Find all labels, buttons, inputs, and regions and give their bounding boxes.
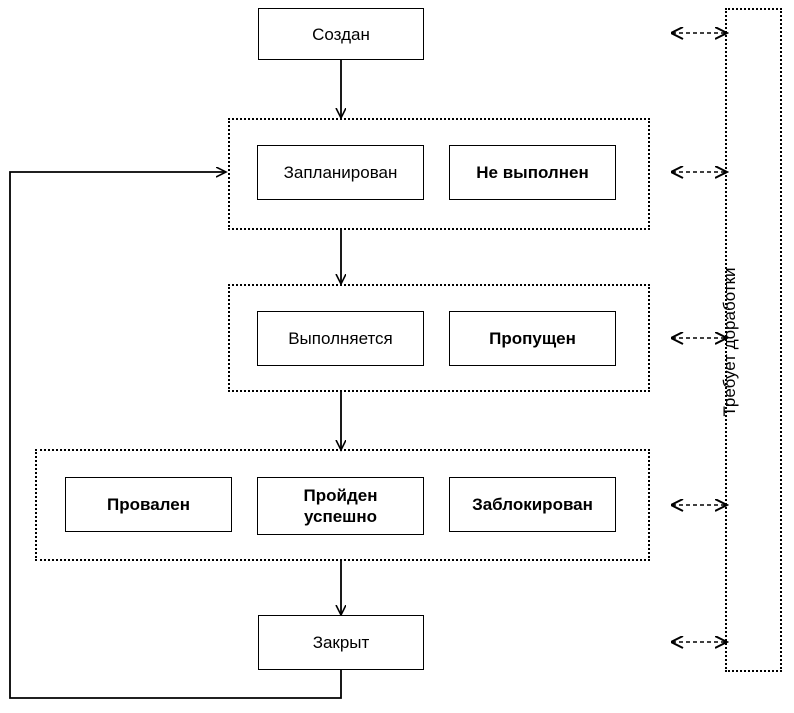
rework-container [725,8,782,672]
node-closed[interactable]: Закрыт [258,615,424,670]
group-results-container [35,449,650,561]
node-blocked[interactable]: Заблокирован [449,477,616,532]
group-inprogress-container [228,284,650,392]
node-created[interactable]: Создан [258,8,424,60]
node-planned[interactable]: Запланирован [257,145,424,200]
node-failed[interactable]: Провален [65,477,232,532]
node-passed[interactable]: Пройден успешно [257,477,424,535]
node-skipped[interactable]: Пропущен [449,311,616,366]
node-not-executed[interactable]: Не выполнен [449,145,616,200]
node-in-progress[interactable]: Выполняется [257,311,424,366]
group-planned-container [228,118,650,230]
rework-label: Требует доработки [720,267,739,417]
